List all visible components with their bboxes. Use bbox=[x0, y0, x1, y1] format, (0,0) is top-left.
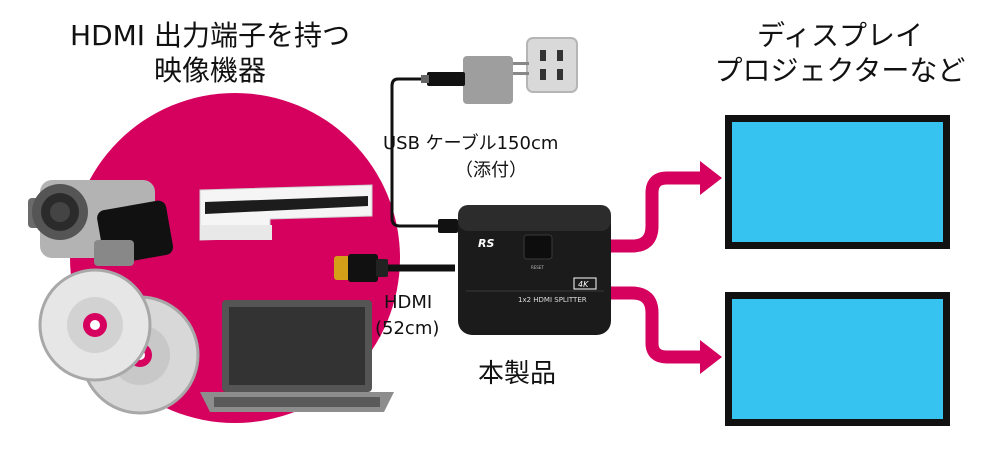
camcorder-icon bbox=[28, 180, 174, 266]
reset-button-label: RESET bbox=[531, 265, 544, 270]
usb-cable bbox=[390, 77, 440, 228]
hdmi-cable-length: (52cm) bbox=[375, 318, 440, 339]
source-title-line1: HDMI 出力端子を持つ bbox=[70, 19, 350, 52]
badge-4k-frame bbox=[573, 277, 597, 290]
display-title-line1: ディスプレイ bbox=[756, 19, 924, 52]
usb-cable-label: USB ケーブル150cm bbox=[383, 133, 559, 154]
hdmi-splitter-device: RS RESET 4K 1x2 HDMI SPLITTER bbox=[458, 205, 611, 335]
laptop-icon bbox=[200, 300, 394, 412]
usb-power-adapter bbox=[421, 56, 529, 104]
source-title-line2: 映像機器 bbox=[153, 54, 266, 87]
display-devices-title: ディスプレイプロジェクターなど bbox=[690, 18, 990, 88]
wall-outlet bbox=[526, 37, 578, 93]
output-arrow-top bbox=[607, 161, 722, 253]
disc-icon-front bbox=[38, 268, 152, 382]
hdmi-plug bbox=[334, 254, 388, 282]
model-label: 1x2 HDMI SPLITTER bbox=[518, 296, 587, 304]
hdmi-cable-label: HDMI bbox=[384, 292, 433, 313]
display-top bbox=[725, 115, 950, 249]
output-arrow-bottom bbox=[607, 286, 722, 374]
product-label: 本製品 bbox=[478, 359, 557, 389]
badge-4k: 4K bbox=[578, 280, 589, 289]
brand-logo: RS bbox=[478, 237, 494, 250]
display-bottom bbox=[725, 292, 950, 426]
source-devices-title: HDMI 出力端子を持つ映像機器 bbox=[40, 18, 380, 88]
display-title-line2: プロジェクターなど bbox=[714, 54, 966, 87]
usb-cable-note: （添付） bbox=[455, 160, 527, 181]
game-console-icon bbox=[199, 184, 373, 241]
